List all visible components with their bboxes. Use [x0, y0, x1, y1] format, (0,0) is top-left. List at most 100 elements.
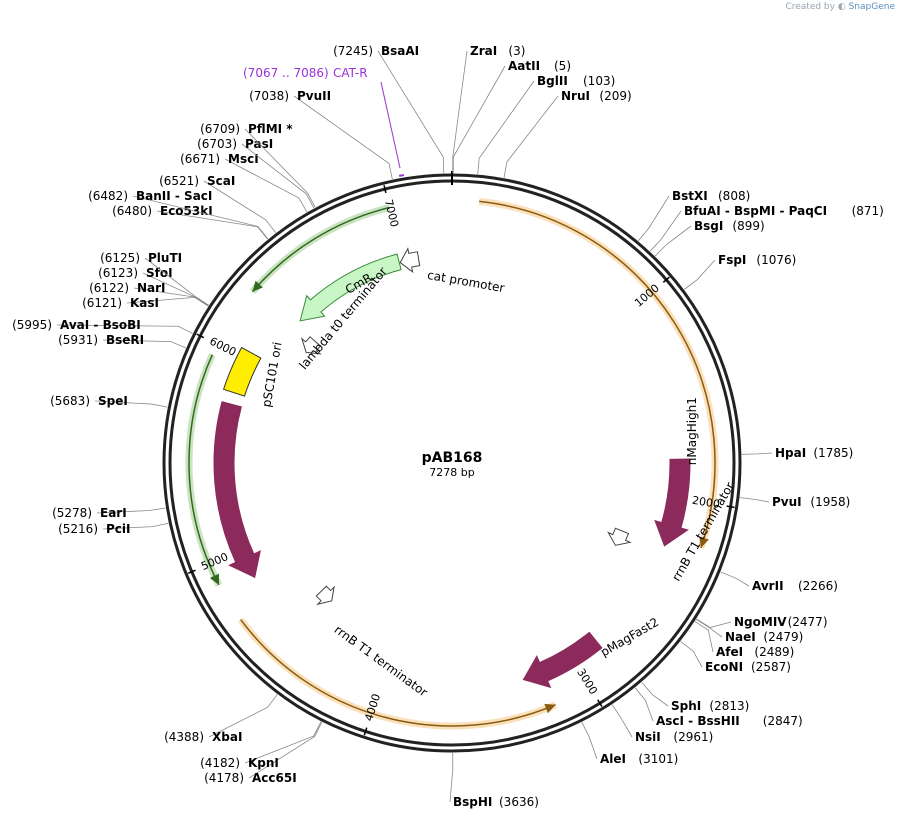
enzyme-name: BspHI: [453, 795, 492, 809]
enzyme-site[interactable]: Acc65I(4178): [204, 721, 323, 785]
enzyme-site[interactable]: PvuII(7038): [249, 89, 393, 180]
enzyme-site[interactable]: NsiI(2961): [611, 704, 713, 744]
enzyme-site[interactable]: PflMI *(6709): [200, 122, 316, 208]
enzyme-position: (5995): [12, 318, 52, 332]
enzyme-position: (1076): [756, 253, 796, 267]
feature-arrow-nmaghigh1[interactable]: [654, 458, 691, 547]
enzyme-name: AatII: [508, 59, 540, 73]
enzyme-name: Acc65I: [252, 771, 297, 785]
plasmid-name: pAB168: [422, 450, 483, 466]
enzyme-leader: [680, 641, 703, 668]
enzyme-site[interactable]: AvrII (2266): [720, 571, 838, 593]
enzyme-leader: [244, 721, 322, 764]
enzyme-site[interactable]: AatII (5): [452, 59, 571, 174]
enzyme-leader: [452, 65, 506, 174]
enzyme-position: (3101): [638, 752, 678, 766]
enzyme-site[interactable]: EarI(5278): [52, 506, 166, 520]
enzyme-position: (1958): [810, 495, 850, 509]
enzyme-site[interactable]: BspHI(3636): [449, 752, 539, 809]
enzyme-site[interactable]: ZraI(3): [452, 44, 526, 174]
enzyme-site[interactable]: EcoNI(2587): [680, 641, 791, 674]
enzyme-position: (871): [852, 204, 884, 218]
enzyme-site[interactable]: KasI(6121): [82, 296, 209, 310]
enzyme-site[interactable]: NruI(209): [503, 89, 632, 178]
enzyme-name: PciI: [106, 522, 131, 536]
enzyme-leader: [208, 694, 278, 738]
enzyme-site[interactable]: KpnI(4182): [200, 721, 322, 770]
enzyme-site[interactable]: ScaI(6521): [159, 174, 277, 233]
primer-mark[interactable]: [398, 174, 404, 177]
origin-block[interactable]: [222, 346, 262, 397]
enzyme-leader: [224, 158, 308, 213]
enzyme-name: SfoI: [146, 266, 173, 280]
enzyme-site[interactable]: BfuAI - BspMI - PaqCI(871): [649, 204, 884, 252]
enzyme-site[interactable]: SphI(2813): [641, 682, 750, 713]
enzyme-leader: [144, 257, 209, 306]
enzyme-site[interactable]: FspI (1076): [684, 253, 796, 290]
enzyme-site[interactable]: NaeI (2479): [696, 618, 803, 644]
enzyme-site[interactable]: SfoI(6123): [98, 266, 209, 306]
enzyme-leader: [96, 507, 166, 514]
enzyme-position: (2479): [763, 630, 803, 644]
enzyme-position: (899): [732, 219, 764, 233]
feature-arrow-cmr[interactable]: [299, 253, 402, 322]
enzyme-position: (7038): [249, 89, 289, 103]
enzyme-site[interactable]: PluTI(6125): [100, 251, 209, 306]
enzyme-site[interactable]: PvuI(1958): [739, 495, 850, 509]
feature-arc: [479, 200, 716, 549]
enzyme-site[interactable]: SpeI(5683): [50, 394, 168, 408]
enzyme-leader: [248, 721, 323, 779]
ruler-tick-label: 2000: [691, 494, 721, 511]
enzyme-name: AleI: [600, 752, 626, 766]
ruler-tick: [363, 727, 368, 736]
enzyme-site[interactable]: BseRI(5931): [58, 333, 186, 349]
enzyme-site[interactable]: BstXI(808): [637, 189, 750, 241]
enzyme-position: (2813): [709, 699, 749, 713]
enzyme-name: HpaI: [775, 446, 806, 460]
feature-arrow-rep101[interactable]: [213, 401, 261, 579]
feature-arrow-pmagfast2[interactable]: [522, 631, 603, 689]
enzyme-position: (2266): [798, 579, 838, 593]
enzyme-site[interactable]: Eco53kI(6480): [112, 204, 268, 240]
enzyme-name: FspI: [718, 253, 746, 267]
enzyme-site[interactable]: BsgI(899): [654, 219, 765, 257]
feature-arc: [251, 206, 390, 293]
feature-arrow-rrnb-t1-terminator[interactable]: [315, 585, 335, 606]
feature-arc-arrowhead: [699, 536, 709, 548]
enzyme-site[interactable]: AscI - BssHII(2847): [634, 687, 803, 728]
enzyme-site[interactable]: AleI (3101): [581, 722, 678, 766]
enzyme-site[interactable]: PciI(5216): [58, 522, 169, 536]
enzyme-name: NaeI: [725, 630, 756, 644]
enzyme-site[interactable]: AvaI - BsoBI(5995): [12, 318, 193, 334]
enzyme-name: AscI - BssHII: [656, 714, 740, 728]
enzyme-site[interactable]: HpaI(1785): [741, 446, 853, 460]
snapgene-credit: Created by ◐ SnapGene: [785, 2, 895, 12]
feature-arrow-cat-promoter[interactable]: [399, 247, 421, 274]
enzyme-name: KpnI: [248, 756, 279, 770]
feature-arcs-layer: [185, 197, 719, 730]
ruler-tick-label: 3000: [574, 666, 600, 697]
snapgene-logo-icon: ◐: [837, 2, 846, 12]
enzyme-leader: [244, 128, 316, 208]
enzyme-position: (7245): [333, 44, 373, 58]
feature-arrow-rrnb-t1-terminator[interactable]: [607, 527, 632, 546]
enzyme-name: AvrII: [752, 579, 784, 593]
enzyme-site[interactable]: AfeI(2489): [694, 621, 794, 659]
enzyme-site[interactable]: PasI(6703): [197, 137, 315, 209]
enzyme-site[interactable]: BsaAI(7245): [333, 44, 445, 174]
feature-arrow-lambda-t0-terminator[interactable]: [300, 336, 322, 355]
enzyme-site[interactable]: XbaI(4388): [164, 694, 278, 744]
enzyme-leader: [293, 95, 393, 180]
enzyme-position: (5): [554, 59, 571, 73]
enzyme-leader: [720, 571, 750, 587]
enzyme-site[interactable]: BanII - SacI(6482): [88, 189, 269, 240]
enzyme-site[interactable]: NgoMIV(2477): [696, 615, 828, 629]
enzyme-leader: [739, 497, 770, 503]
primer-leader: [380, 81, 401, 169]
ruler-tick: [187, 569, 196, 574]
enzyme-position: (3): [508, 44, 525, 58]
enzyme-site[interactable]: MscI(6671): [180, 152, 308, 213]
enzyme-leader: [142, 272, 209, 306]
enzyme-site[interactable]: BglII(103): [477, 74, 616, 175]
feature-label: pMagFast2: [598, 615, 661, 659]
